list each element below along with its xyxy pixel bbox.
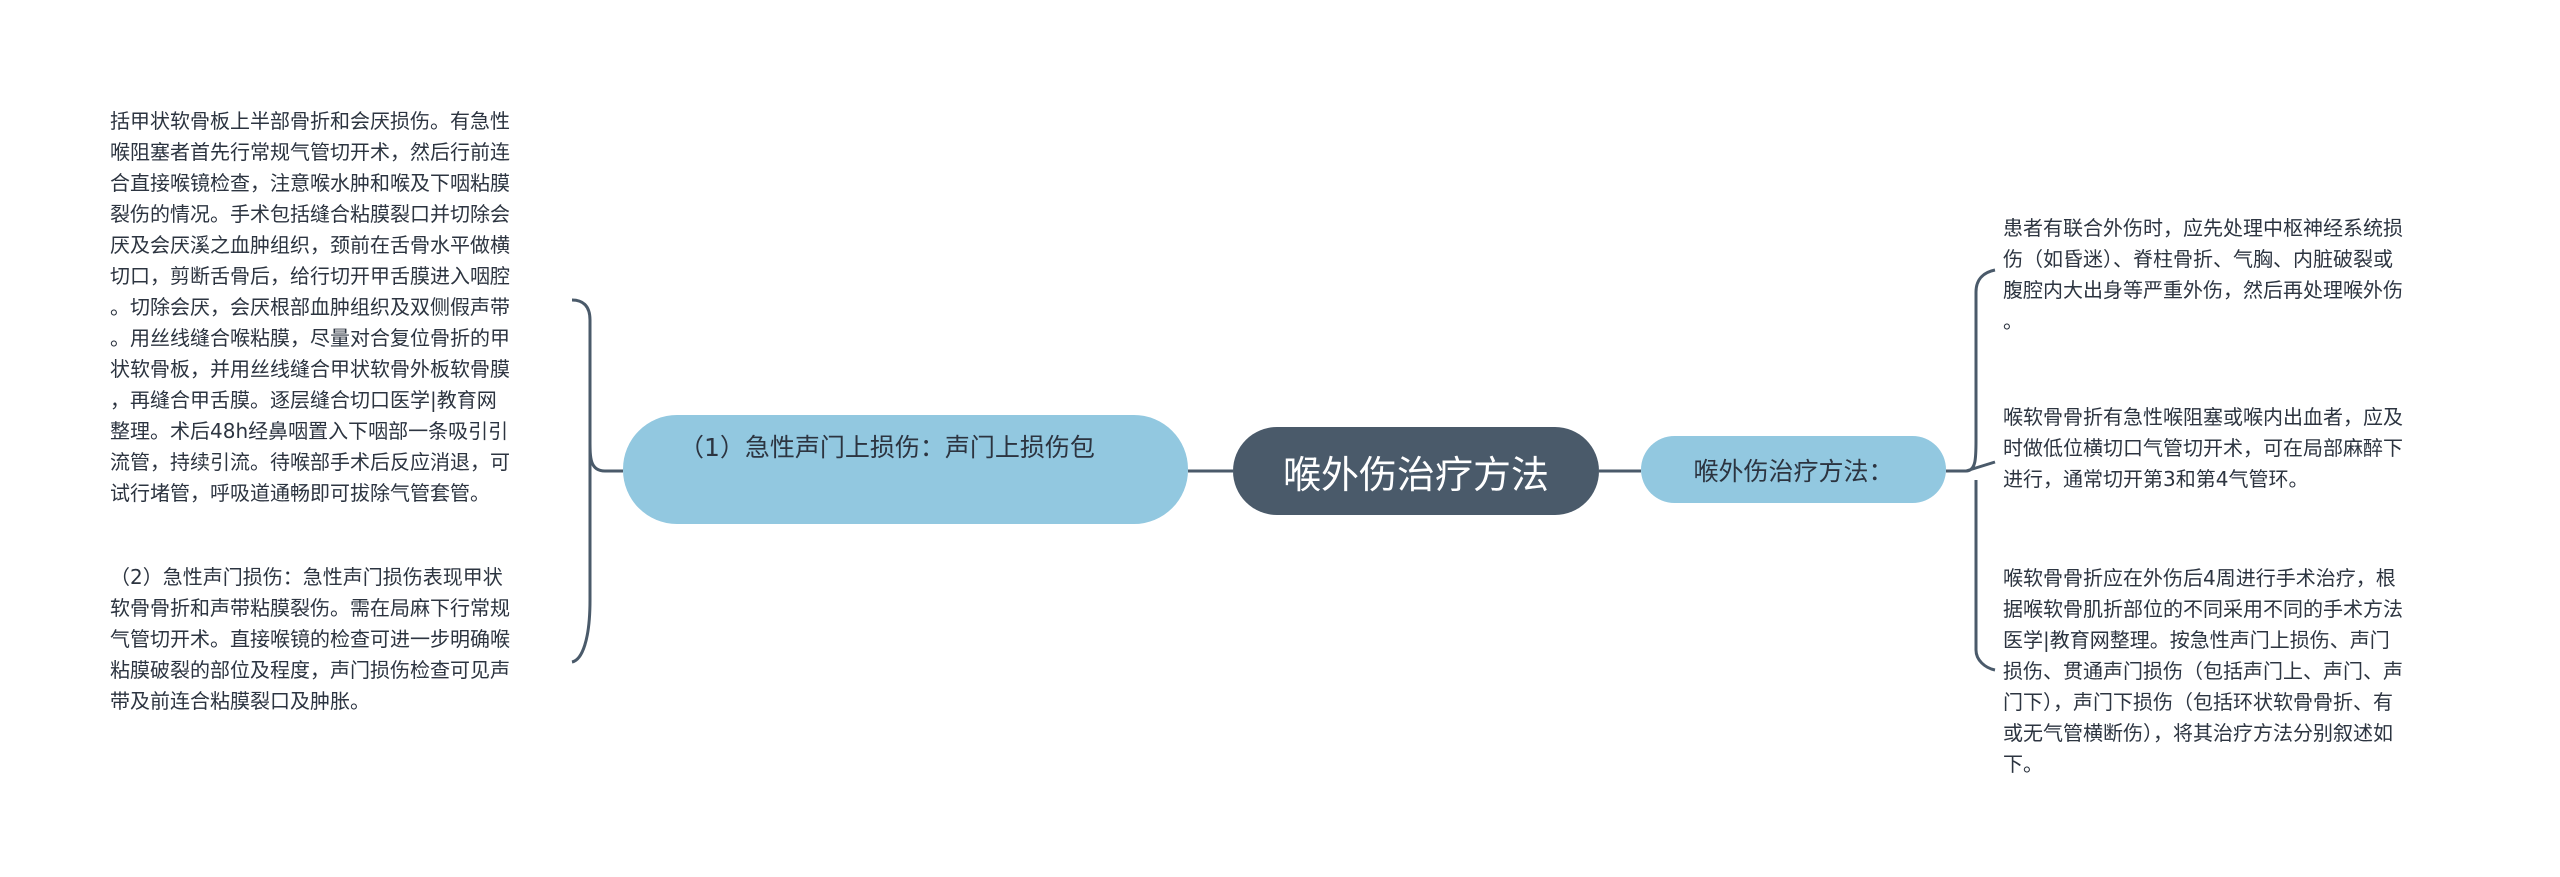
leaf-text-left-2[interactable]: （2）急性声门损伤：急性声门损伤表现甲状 软骨骨折和声带粘膜裂伤。需在局麻下行常…	[110, 565, 510, 713]
leaf-text-right-1[interactable]: 患者有联合外伤时，应先处理中枢神经系统损 伤（如昏迷）、脊柱骨折、气胸、内脏破裂…	[2003, 216, 2403, 333]
central-topic[interactable]: 喉外伤治疗方法	[1233, 427, 1599, 515]
branch-node-left[interactable]: （1）急性声门上损伤：声门上损伤包	[623, 415, 1188, 524]
central-topic-label: 喉外伤治疗方法	[1282, 452, 1549, 497]
leaf-text-left-1[interactable]: 括甲状软骨板上半部骨折和会厌损伤。有急性 喉阻塞者首先行常规气管切开术，然后行前…	[110, 109, 510, 505]
connector-right-bracket	[1946, 268, 1996, 672]
branch-node-right[interactable]: 喉外伤治疗方法：	[1641, 436, 1946, 503]
branch-left-label: （1）急性声门上损伤：声门上损伤包	[679, 433, 1095, 462]
leaf-text-right-2[interactable]: 喉软骨骨折有急性喉阻塞或喉内出血者，应及 时做低位横切口气管切开术，可在局部麻醉…	[2003, 405, 2403, 491]
leaf-text-right-3[interactable]: 喉软骨骨折应在外伤后4周进行手术治疗，根 据喉软骨肌折部位的不同采用不同的手术方…	[2003, 566, 2403, 776]
branch-right-label: 喉外伤治疗方法：	[1693, 456, 1894, 486]
connector-left-bracket	[571, 298, 623, 664]
